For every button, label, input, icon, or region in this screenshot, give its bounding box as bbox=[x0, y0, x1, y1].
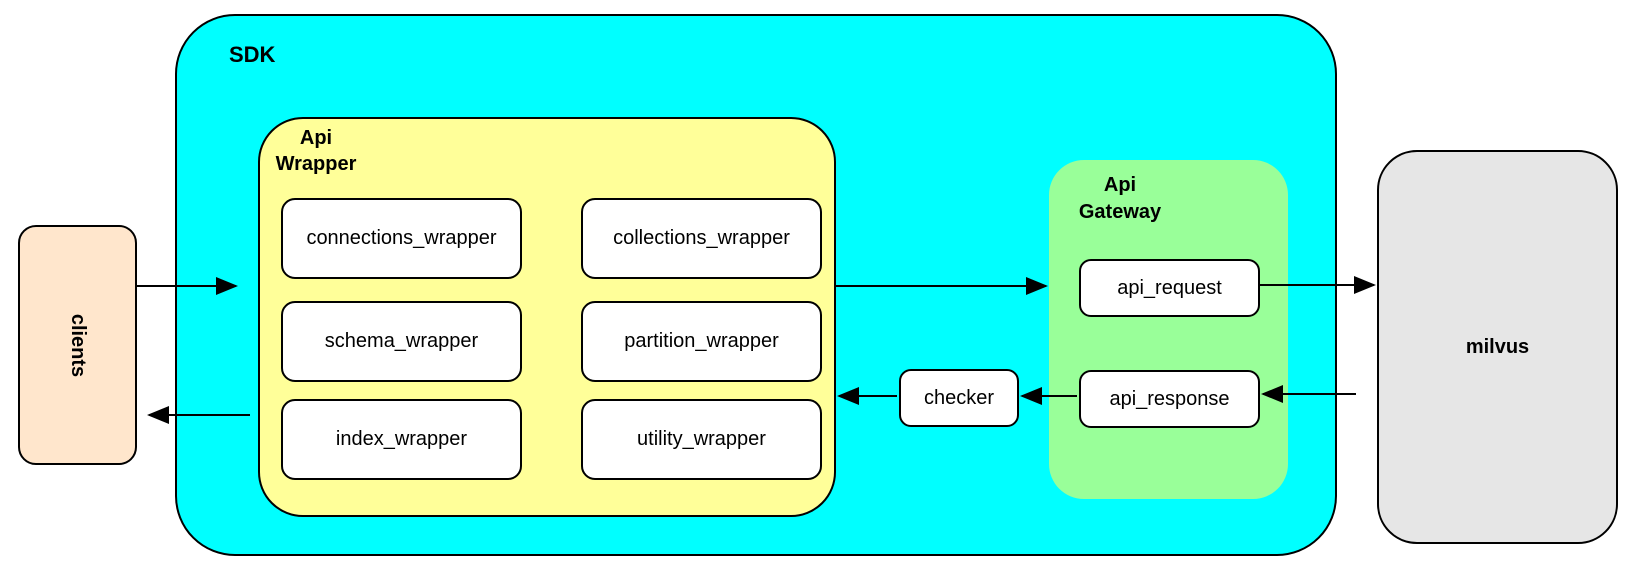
node-connections-wrapper: connections_wrapper bbox=[281, 198, 522, 279]
node-api-request: api_request bbox=[1079, 259, 1260, 317]
node-utility-wrapper: utility_wrapper bbox=[581, 399, 822, 480]
node-partition-wrapper: partition_wrapper bbox=[581, 301, 822, 382]
node-milvus: milvus bbox=[1377, 150, 1618, 544]
api-wrapper-label-line2: Wrapper bbox=[275, 153, 357, 175]
node-clients: clients bbox=[18, 225, 137, 465]
milvus-label: milvus bbox=[1465, 335, 1530, 358]
node-index-wrapper: index_wrapper bbox=[281, 399, 522, 480]
node-schema-wrapper: schema_wrapper bbox=[281, 301, 522, 382]
sdk-label: SDK bbox=[229, 42, 276, 67]
api-wrapper-label-line1: Api bbox=[299, 127, 333, 149]
api-gateway-label-line2: Gateway bbox=[1078, 201, 1162, 223]
node-api-response: api_response bbox=[1079, 370, 1260, 428]
clients-label: clients bbox=[66, 313, 89, 377]
api-gateway-label-line1: Api bbox=[1103, 174, 1137, 196]
node-checker: checker bbox=[899, 369, 1019, 427]
node-collections-wrapper: collections_wrapper bbox=[581, 198, 822, 279]
